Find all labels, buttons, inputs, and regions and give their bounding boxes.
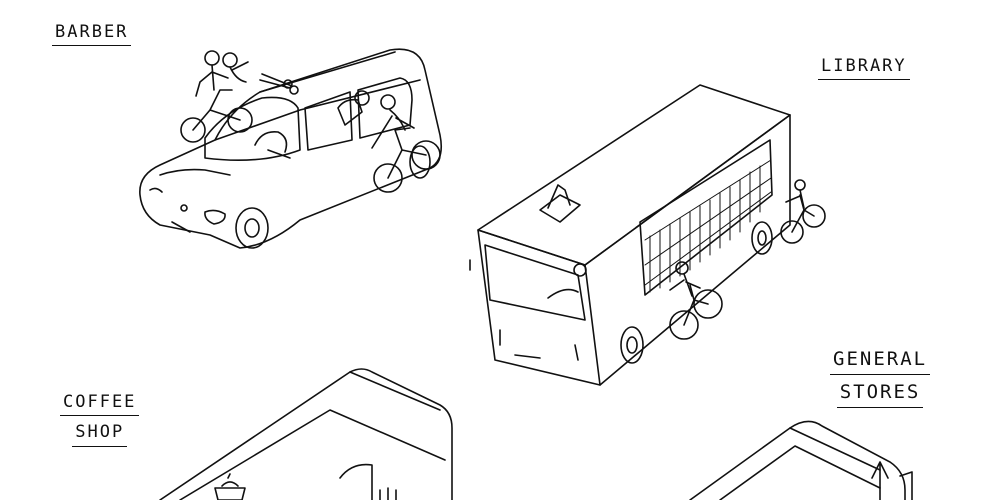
coffee-shop-label-line1: COFFEE	[60, 392, 140, 417]
general-stores-van	[690, 421, 912, 500]
coffee-shop-label-line2: SHOP	[72, 422, 128, 447]
general-stores-label-line1: GENERAL	[830, 348, 931, 375]
barber-car	[140, 49, 441, 248]
general-stores-label: GENERAL STORES	[830, 348, 931, 414]
barber-label: BARBER	[52, 22, 132, 52]
library-label-text: LIBRARY	[818, 56, 910, 81]
barber-cyclist-left	[181, 51, 252, 142]
library-bus	[470, 85, 790, 385]
general-stores-label-line2: STORES	[836, 381, 924, 408]
library-cyclist-front	[670, 262, 722, 339]
barber-label-text: BARBER	[52, 22, 132, 47]
coffee-shop-van	[160, 369, 452, 500]
coffee-shop-label: COFFEE SHOP	[60, 392, 140, 453]
barber-cyclist-right	[372, 95, 440, 192]
library-cyclist-back	[781, 180, 825, 243]
library-label: LIBRARY	[818, 56, 910, 86]
